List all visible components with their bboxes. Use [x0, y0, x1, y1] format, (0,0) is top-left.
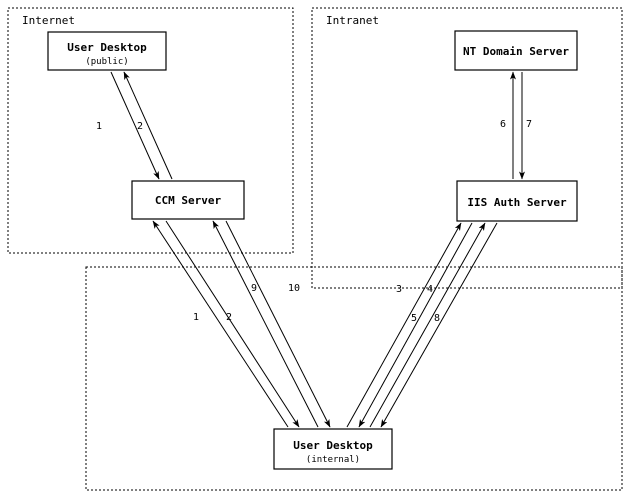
node-nt-domain-server-box[interactable]: [454, 30, 578, 71]
flow-label-2-internal: 2: [226, 312, 232, 323]
node-user-desktop-internal-subtitle: (internal): [306, 455, 360, 465]
flow-line-10: [225, 220, 331, 428]
flow-line-3: [346, 222, 462, 428]
zone-intranet-border: [311, 7, 623, 289]
node-nt-domain-server[interactable]: NT Domain Server: [454, 30, 578, 71]
flow-line-1-public: [110, 71, 160, 180]
flow-line-2-public: [123, 71, 173, 180]
flow-label-1-internal: 1: [193, 312, 199, 323]
node-user-desktop-internal[interactable]: User Desktop (internal): [273, 428, 393, 470]
flow-label-8: 8: [434, 313, 440, 324]
flow-label-1-public: 1: [96, 121, 102, 132]
node-nt-domain-server-title: NT Domain Server: [463, 45, 569, 58]
node-user-desktop-public-subtitle: (public): [85, 57, 128, 67]
node-ccm-server-title: CCM Server: [155, 194, 222, 207]
zone-internet: Internet: [7, 7, 294, 254]
node-ccm-server[interactable]: CCM Server: [131, 180, 245, 220]
flow-label-4: 4: [427, 284, 433, 295]
node-user-desktop-public[interactable]: User Desktop (public): [47, 31, 167, 71]
flow-label-9: 9: [251, 283, 257, 294]
zone-internal-border: [85, 266, 623, 491]
node-iis-auth-server[interactable]: IIS Auth Server: [456, 180, 578, 222]
zone-internet-border: [7, 7, 294, 254]
node-user-desktop-internal-title: User Desktop: [293, 439, 373, 452]
flow-line-5: [369, 222, 486, 428]
flow-line-4: [358, 222, 473, 428]
zone-internet-label: Internet: [22, 14, 75, 27]
flow-label-5: 5: [411, 313, 417, 324]
node-iis-auth-server-title: IIS Auth Server: [467, 196, 567, 209]
node-ccm-server-box[interactable]: [131, 180, 245, 220]
flow-label-10: 10: [288, 283, 300, 294]
flow-line-1-internal: [152, 220, 289, 428]
zone-intranet-label: Intranet: [326, 14, 379, 27]
flow-label-3: 3: [396, 284, 402, 295]
flow-label-6: 6: [500, 119, 506, 130]
node-user-desktop-public-title: User Desktop: [67, 41, 147, 54]
node-user-desktop-public-box[interactable]: [47, 31, 167, 71]
zone-internal: [85, 266, 623, 491]
flow-label-2-public: 2: [137, 121, 143, 132]
flow-line-2-internal: [165, 220, 300, 428]
node-iis-auth-server-box[interactable]: [456, 180, 578, 222]
node-user-desktop-internal-box[interactable]: [273, 428, 393, 470]
zone-intranet: Intranet: [311, 7, 623, 289]
flow-label-7: 7: [526, 119, 532, 130]
flow-line-9: [212, 220, 319, 428]
flow-line-8: [380, 222, 498, 428]
